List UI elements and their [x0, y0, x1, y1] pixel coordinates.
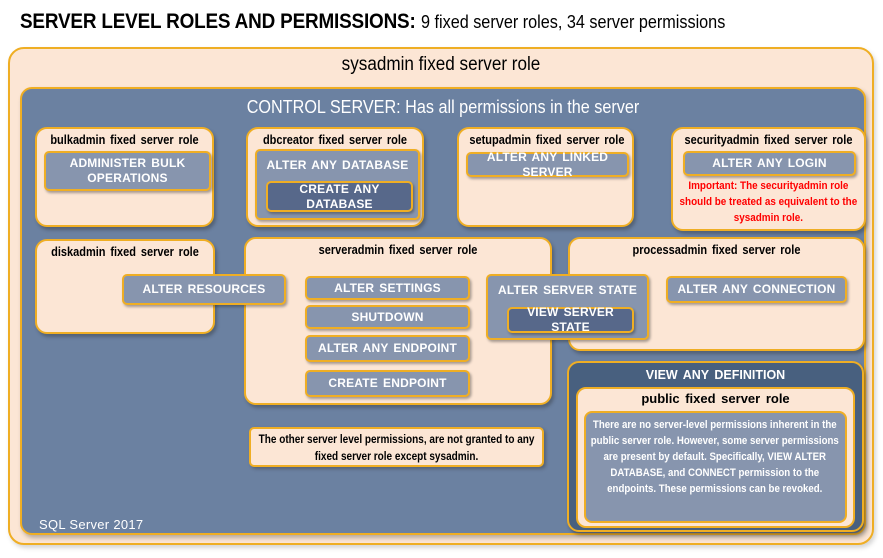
page-title-detail: 9 fixed server roles, 34 server permissi… — [420, 12, 726, 32]
dbcreator-role-box: dbcreator fixed server role ALTER ANY DA… — [246, 127, 424, 227]
perm-alter-any-endpoint: ALTER ANY ENDPOINT — [305, 335, 470, 362]
perm-administer-bulk-operations: ADMINISTER BULK OPERATIONS — [44, 151, 211, 191]
securityadmin-role-box: securityadmin fixed server role ALTER AN… — [671, 127, 866, 231]
public-role-description-text: There are no server-level permissions in… — [590, 419, 839, 495]
perm-alter-any-connection: ALTER ANY CONNECTION — [666, 276, 847, 303]
processadmin-role-title: processadmin fixed server role — [632, 243, 801, 257]
view-any-definition-box: VIEW ANY DEFINITION public fixed server … — [567, 361, 864, 532]
perm-alter-any-database: ALTER ANY DATABASE CREATE ANY DATABASE — [255, 149, 420, 220]
control-server-label: CONTROL SERVER: Has all permissions in t… — [246, 97, 640, 117]
securityadmin-warning-text: Important: The securityadmin role should… — [679, 180, 858, 224]
public-role-description-box: There are no server-level permissions in… — [584, 411, 847, 523]
perm-create-endpoint: CREATE ENDPOINT — [305, 370, 470, 397]
bulkadmin-role-box: bulkadmin fixed server role ADMINISTER B… — [35, 127, 214, 227]
version-label: SQL Server 2017 — [39, 517, 144, 532]
setupadmin-role-box: setupadmin fixed server role ALTER ANY L… — [457, 127, 634, 227]
perm-alter-any-login: ALTER ANY LOGIN — [683, 151, 856, 176]
control-server-box: CONTROL SERVER: Has all permissions in t… — [20, 87, 866, 535]
perm-alter-server-state: ALTER SERVER STATE VIEW SERVER STATE — [486, 274, 649, 340]
securityadmin-role-title: securityadmin fixed server role — [684, 133, 853, 147]
dbcreator-role-title: dbcreator fixed server role — [262, 133, 408, 147]
perm-alter-any-linked-server: ALTER ANY LINKED SERVER — [466, 150, 629, 179]
perm-alter-any-database-label: ALTER ANY DATABASE — [266, 158, 409, 172]
perm-shutdown: SHUTDOWN — [305, 305, 470, 329]
serveradmin-role-title: serveradmin fixed server role — [318, 243, 478, 257]
perm-alter-settings: ALTER SETTINGS — [305, 276, 470, 300]
page-title-main: SERVER LEVEL ROLES AND PERMISSIONS: — [20, 10, 416, 33]
setupadmin-role-title: setupadmin fixed server role — [469, 133, 625, 147]
sysadmin-role-box: sysadmin fixed server role CONTROL SERVE… — [8, 47, 874, 545]
bulkadmin-role-title: bulkadmin fixed server role — [50, 133, 199, 147]
perm-alter-resources: ALTER RESOURCES — [122, 274, 286, 305]
view-any-definition-label: VIEW ANY DEFINITION — [645, 368, 786, 382]
perm-create-any-database: CREATE ANY DATABASE — [266, 181, 413, 212]
diskadmin-role-title: diskadmin fixed server role — [51, 245, 199, 259]
public-role-title: public fixed server role — [641, 391, 790, 406]
public-role-box: public fixed server role There are no se… — [576, 387, 855, 528]
page-title: SERVER LEVEL ROLES AND PERMISSIONS:9 fix… — [20, 10, 725, 34]
perm-view-server-state: VIEW SERVER STATE — [507, 305, 634, 334]
other-permissions-note-text: The other server level permissions, are … — [258, 434, 535, 464]
sysadmin-role-label: sysadmin fixed server role — [341, 54, 541, 75]
perm-alter-server-state-label: ALTER SERVER STATE — [497, 283, 638, 297]
other-permissions-note: The other server level permissions, are … — [249, 427, 544, 467]
